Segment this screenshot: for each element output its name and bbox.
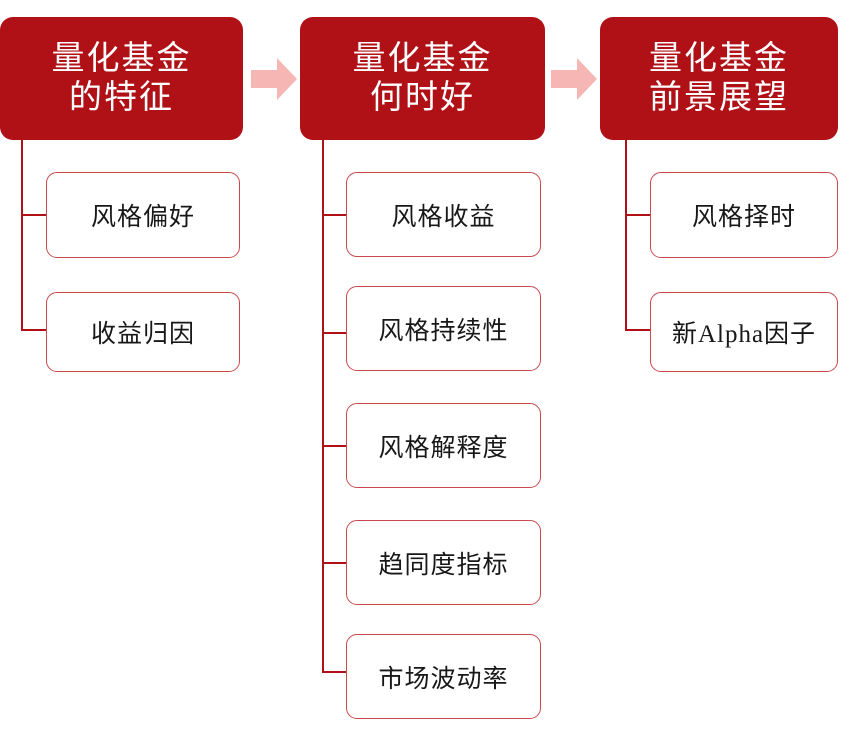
column-2: 量化基金 何时好 风格收益 风格持续性 风格解释度 趋同度指标 市场波动率 xyxy=(300,0,545,729)
column-3-stub-1 xyxy=(625,214,650,216)
column-3-child-1[interactable]: 风格择时 xyxy=(650,172,838,258)
column-2-stub-3 xyxy=(322,445,348,447)
column-2-child-1[interactable]: 风格收益 xyxy=(346,172,541,257)
arrow-right-icon-2 xyxy=(547,52,601,106)
column-2-child-5-label: 市场波动率 xyxy=(378,665,509,693)
column-1-stub-1 xyxy=(21,214,47,216)
column-2-stub-4 xyxy=(322,562,348,564)
column-1: 量化基金 的特征 风格偏好 收益归因 xyxy=(0,0,243,729)
column-2-child-3-label: 风格解释度 xyxy=(378,434,509,462)
column-2-header-line-2: 何时好 xyxy=(370,79,475,116)
column-3-child-1-label: 风格择时 xyxy=(691,204,796,231)
column-1-child-1-label: 风格偏好 xyxy=(90,204,195,231)
column-1-child-1[interactable]: 风格偏好 xyxy=(46,172,240,258)
column-3: 量化基金 前景展望 风格择时 新Alpha因子 xyxy=(600,0,838,729)
column-3-child-2[interactable]: 新Alpha因子 xyxy=(650,292,838,372)
column-2-header-line-1: 量化基金 xyxy=(352,40,493,77)
column-3-child-2-label: 新Alpha因子 xyxy=(671,321,817,348)
column-1-header[interactable]: 量化基金 的特征 xyxy=(0,17,243,140)
column-2-child-3[interactable]: 风格解释度 xyxy=(346,403,541,488)
column-1-trunk-line xyxy=(21,140,23,330)
column-2-child-2-label: 风格持续性 xyxy=(378,317,509,345)
arrow-right-icon-1 xyxy=(247,52,301,106)
column-3-header-line-1: 量化基金 xyxy=(649,40,789,77)
column-2-stub-1 xyxy=(322,214,348,216)
column-2-stub-2 xyxy=(322,332,348,334)
column-1-stub-2 xyxy=(21,329,47,331)
column-1-header-line-1: 量化基金 xyxy=(51,40,192,77)
column-2-child-4-label: 趋同度指标 xyxy=(378,551,509,579)
column-2-stub-5 xyxy=(322,671,348,673)
column-2-child-4[interactable]: 趋同度指标 xyxy=(346,520,541,605)
column-2-child-1-label: 风格收益 xyxy=(391,203,496,231)
column-2-header[interactable]: 量化基金 何时好 xyxy=(300,17,545,140)
column-1-header-line-2: 的特征 xyxy=(69,79,174,116)
column-1-child-2-label: 收益归因 xyxy=(90,321,195,348)
column-3-header-line-2: 前景展望 xyxy=(649,79,789,116)
column-1-child-2[interactable]: 收益归因 xyxy=(46,292,240,372)
column-2-trunk-line xyxy=(322,140,324,672)
column-3-trunk-line xyxy=(625,140,627,330)
column-3-stub-2 xyxy=(625,329,650,331)
column-2-child-2[interactable]: 风格持续性 xyxy=(346,286,541,371)
column-2-child-5[interactable]: 市场波动率 xyxy=(346,634,541,719)
column-3-header[interactable]: 量化基金 前景展望 xyxy=(600,17,838,140)
